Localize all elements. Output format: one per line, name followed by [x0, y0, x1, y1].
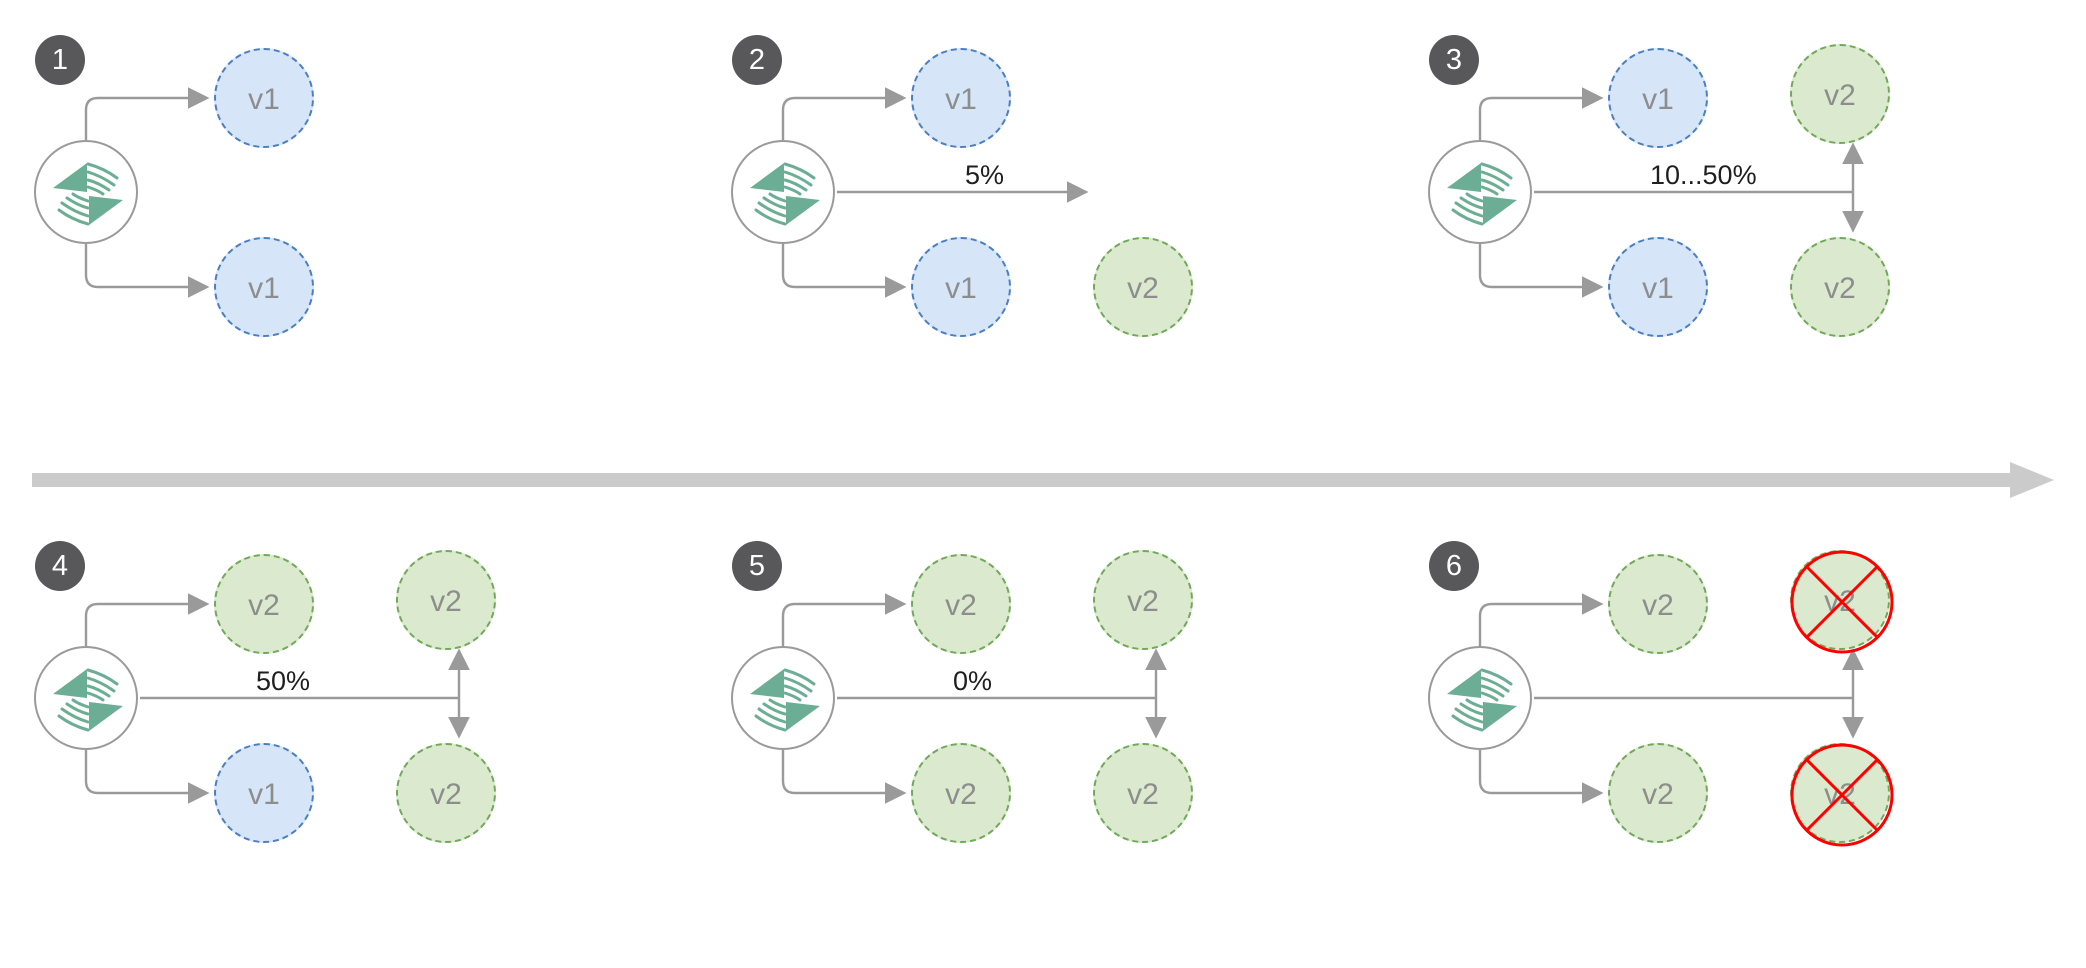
version-node-bottom-left[interactable]: v1 [214, 237, 314, 337]
version-node-bottom-right[interactable]: v2 [1790, 743, 1894, 847]
flagger-logo-icon [750, 668, 820, 732]
traffic-percent-label: 0% [953, 666, 993, 696]
step-panel-5: 5 v2 v2 [715, 528, 1375, 928]
connector-wires [781, 87, 1089, 298]
flagger-hub-node[interactable] [34, 646, 138, 750]
version-node-top-left[interactable]: v2 [214, 554, 314, 654]
step-number-badge: 2 [732, 35, 782, 85]
connector-wires [1478, 87, 1864, 298]
flagger-hub-node[interactable] [1428, 140, 1532, 244]
version-node-top-right[interactable]: v2 [1790, 44, 1890, 144]
version-node-bottom-left[interactable]: v1 [1608, 237, 1708, 337]
traffic-percent-label: 10...50% [1650, 160, 1757, 190]
connector-wires [84, 593, 470, 804]
flagger-hub-node[interactable] [34, 140, 138, 244]
flagger-logo-icon [53, 162, 123, 226]
version-node-bottom-right[interactable]: v2 [1093, 743, 1193, 843]
connector-wires [84, 87, 210, 298]
flagger-logo-icon [1447, 162, 1517, 226]
version-node-bottom-left[interactable]: v2 [911, 743, 1011, 843]
version-node-top-left[interactable]: v1 [911, 48, 1011, 148]
version-node-top-right[interactable]: v2 [1790, 550, 1894, 654]
step-panel-1: 1 v1 v1 [18, 22, 678, 422]
flagger-logo-icon [53, 668, 123, 732]
step-number-badge: 4 [35, 541, 85, 591]
version-node-top-left[interactable]: v2 [911, 554, 1011, 654]
step-panel-6: 6 v2 v2 [1412, 528, 2072, 928]
version-node-bottom-right[interactable]: v2 [1790, 237, 1890, 337]
step-panel-2: 2 v1 v1 v2 5% [715, 22, 1375, 422]
version-node-top-right[interactable]: v2 [396, 550, 496, 650]
flagger-logo-icon [1447, 668, 1517, 732]
step-number-badge: 1 [35, 35, 85, 85]
version-node-top-left[interactable]: v2 [1608, 554, 1708, 654]
traffic-percent-label: 5% [965, 160, 1005, 190]
flagger-hub-node[interactable] [1428, 646, 1532, 750]
flagger-hub-node[interactable] [731, 140, 835, 244]
connector-wires [781, 593, 1167, 804]
step-number-badge: 5 [732, 541, 782, 591]
version-node-bottom-left[interactable]: v2 [1608, 743, 1708, 843]
flagger-logo-icon [750, 162, 820, 226]
step-number-badge: 6 [1429, 541, 1479, 591]
version-node-top-right[interactable]: v2 [1093, 550, 1193, 650]
version-node-top-left[interactable]: v1 [214, 48, 314, 148]
flagger-hub-node[interactable] [731, 646, 835, 750]
version-node-bottom-left[interactable]: v1 [214, 743, 314, 843]
version-node-bottom-left[interactable]: v1 [911, 237, 1011, 337]
connector-wires [1478, 593, 1864, 804]
traffic-percent-label: 50% [256, 666, 311, 696]
timeline-arrow [32, 462, 2054, 498]
step-panel-4: 4 v2 v1 [18, 528, 678, 928]
version-node-bottom-right[interactable]: v2 [1093, 237, 1193, 337]
version-node-top-left[interactable]: v1 [1608, 48, 1708, 148]
step-number-badge: 3 [1429, 35, 1479, 85]
step-panel-3: 3 v1 v1 [1412, 22, 2072, 422]
version-node-bottom-right[interactable]: v2 [396, 743, 496, 843]
